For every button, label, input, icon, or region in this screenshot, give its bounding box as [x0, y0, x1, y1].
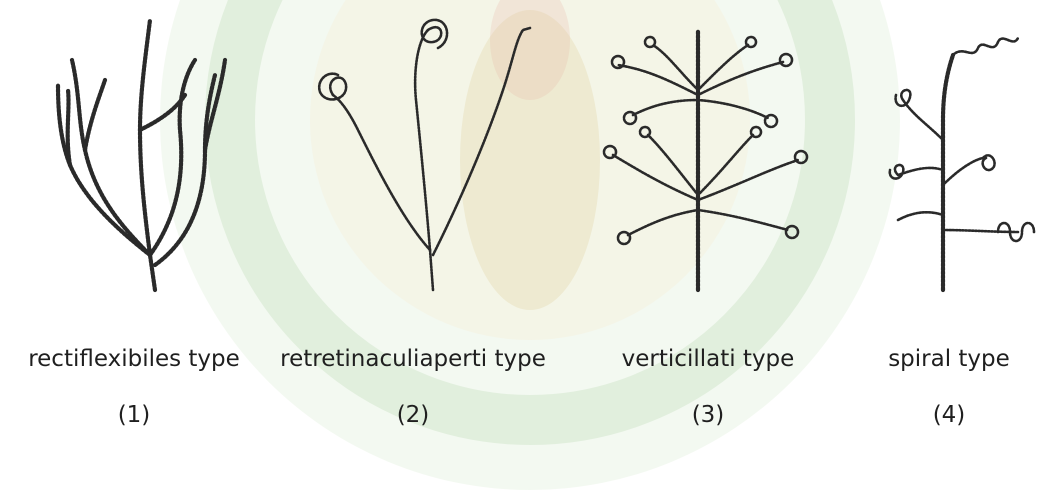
index-1: (1) [0, 402, 268, 428]
verticillati-drawing [558, 0, 858, 340]
figure-retretinaculiaperti: retretinaculiaperti type (2) [268, 0, 558, 428]
caption-retretinaculiaperti: retretinaculiaperti type [268, 346, 558, 372]
rectiflexibiles-drawing [0, 0, 268, 340]
figure-spiral: spiral type (4) [858, 0, 1040, 428]
retretinaculiaperti-drawing [268, 0, 558, 340]
spiral-drawing [858, 0, 1040, 340]
index-2: (2) [268, 402, 558, 428]
figure-rectiflexibiles: rectiflexibiles type (1) [0, 0, 268, 428]
figure-verticillati: verticillati type (3) [558, 0, 858, 428]
index-4: (4) [858, 402, 1040, 428]
caption-spiral: spiral type [858, 346, 1040, 372]
index-3: (3) [558, 402, 858, 428]
caption-verticillati: verticillati type [558, 346, 858, 372]
caption-rectiflexibiles: rectiflexibiles type [0, 346, 268, 372]
